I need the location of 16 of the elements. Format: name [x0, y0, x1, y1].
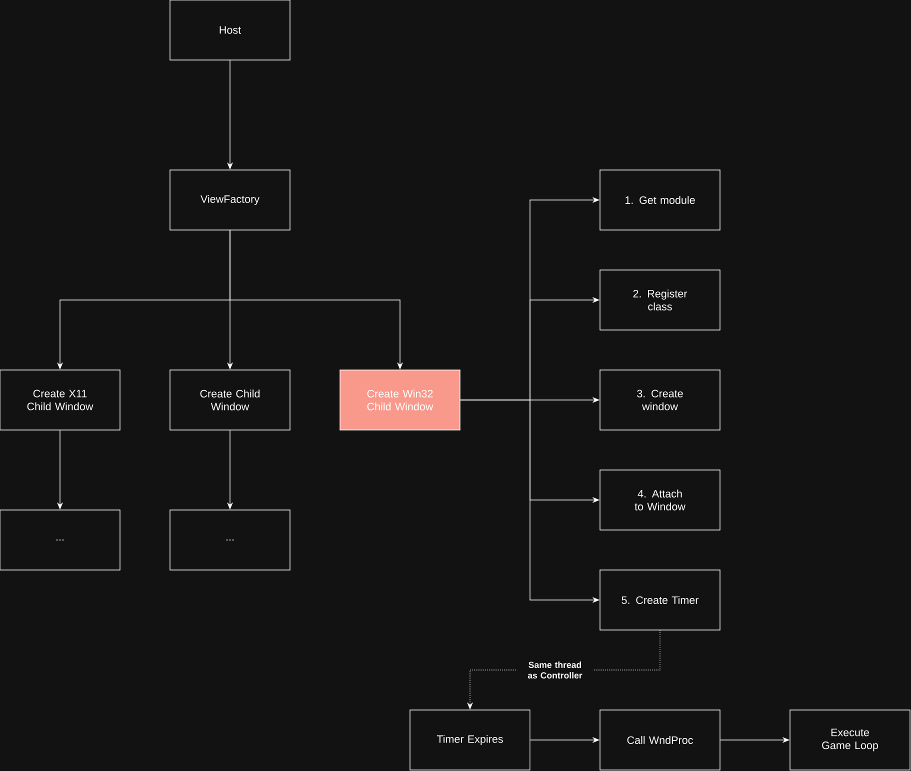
process-box: 1. Get module	[600, 170, 720, 230]
process-box: 4. Attach to Window	[600, 470, 720, 530]
process-box: Execute Game Loop	[790, 710, 910, 770]
process-box: ...	[170, 510, 290, 570]
process-box: 3. Create window	[600, 370, 720, 430]
process-box: ...	[0, 510, 120, 570]
highlighted-process-box: Create Win32 Child Window	[340, 370, 460, 430]
edge-label: Same thread as Controller	[517, 660, 593, 680]
process-box: Create Child Window	[170, 370, 290, 430]
process-box: Timer Expires	[410, 710, 530, 770]
process-box: 2. Register class	[600, 270, 720, 330]
process-box: Host	[170, 0, 290, 60]
process-box: 5. Create Timer	[600, 570, 720, 630]
process-box: Create X11 Child Window	[0, 370, 120, 430]
process-box: Call WndProc	[600, 710, 720, 770]
process-box: ViewFactory	[170, 170, 290, 230]
